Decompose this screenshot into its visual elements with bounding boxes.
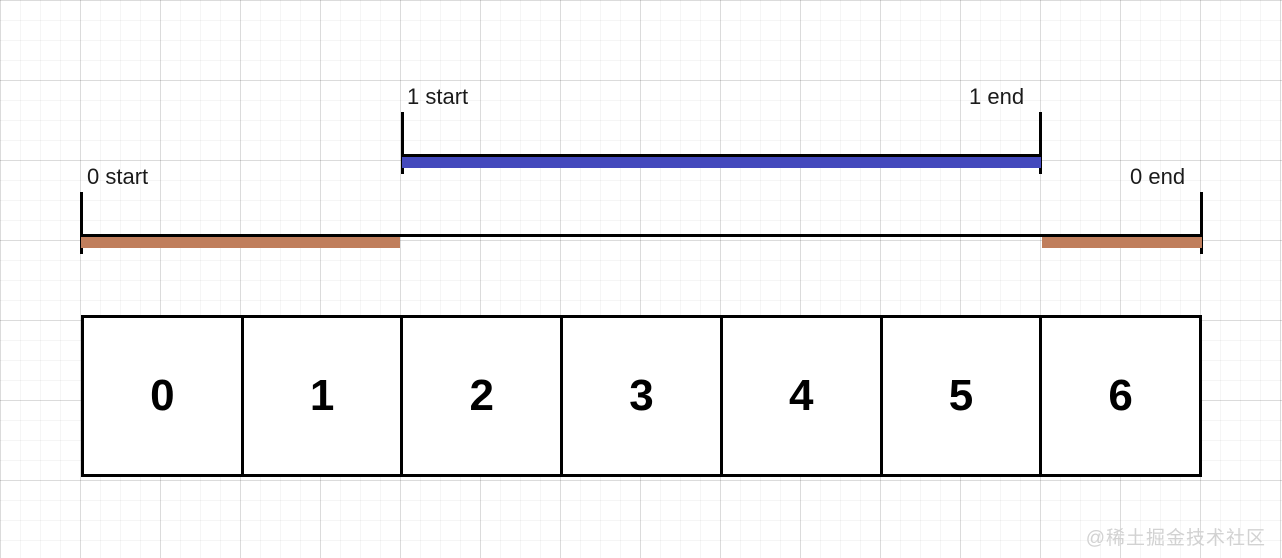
index-cell-label: 1 [309,371,335,420]
index-cell: 4 [723,318,883,474]
interval-0-end-label: 0 end [1130,164,1186,189]
interval-1-segment [402,157,1041,168]
interval-1-start-tick [401,112,404,174]
interval-0-end-tick [1200,192,1203,254]
index-cell-row: 0 1 2 3 4 5 6 [81,315,1202,477]
index-cell-label: 4 [788,371,814,420]
index-cell: 5 [883,318,1043,474]
interval-1-end-tick [1039,112,1042,174]
interval-0-baseline [80,234,1203,237]
index-cell: 2 [403,318,564,474]
index-cell-label: 6 [1108,371,1133,420]
watermark: @稀土掘金技术社区 [1085,528,1266,549]
index-cell-label: 5 [948,371,974,420]
interval-0-start-label: 0 start [87,164,149,189]
interval-1-end-label: 1 end [969,84,1025,109]
interval-0-start-tick [80,192,83,254]
index-cell-label: 3 [629,371,654,420]
interval-0-segment-left [81,237,400,248]
interval-1-baseline [401,154,1042,157]
index-cell: 6 [1042,318,1199,474]
index-cell-label: 0 [150,371,175,420]
index-cell-label: 2 [469,371,495,420]
interval-1-start-label: 1 start [407,84,469,109]
interval-0-segment-right [1042,237,1202,248]
index-cell: 1 [244,318,404,474]
index-cell: 3 [563,318,723,474]
index-cell: 0 [84,318,244,474]
